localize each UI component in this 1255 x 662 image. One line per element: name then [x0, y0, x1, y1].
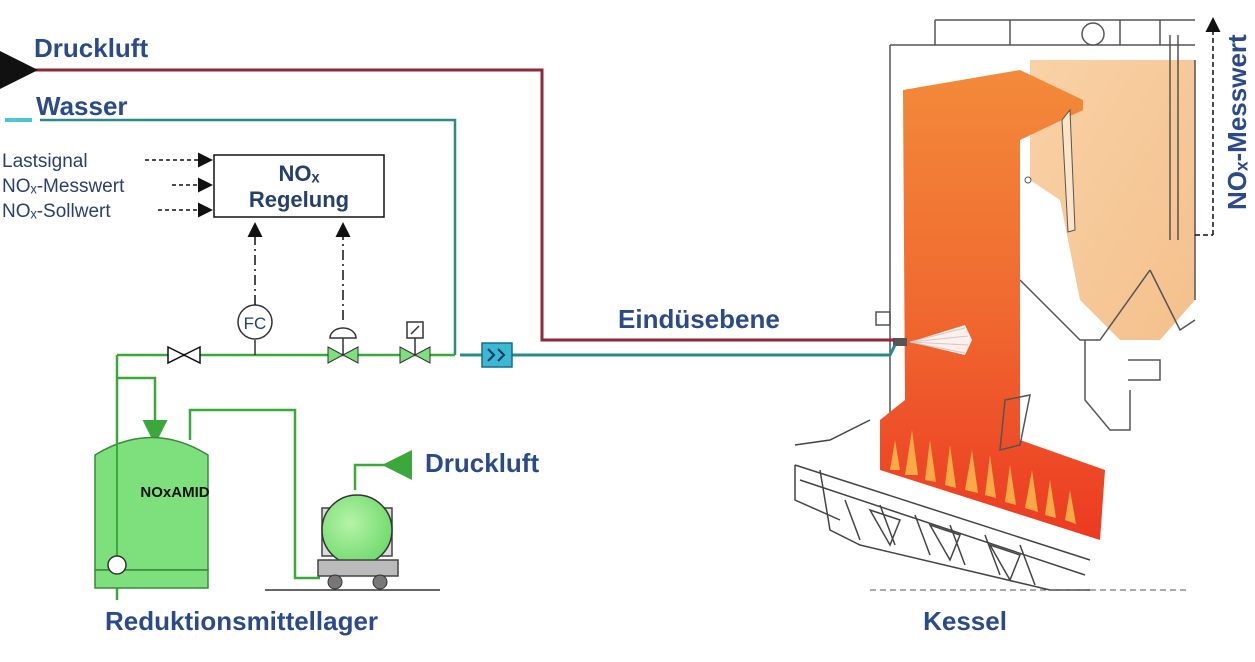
air-line: [35, 68, 895, 342]
kessel-label: Kessel: [923, 606, 1007, 636]
druckluft-top-label: Druckluft: [34, 33, 148, 63]
lastsignal-label: Lastsignal: [2, 151, 88, 172]
tank-truck-icon: [265, 494, 440, 591]
wasser-label: Wasser: [36, 91, 128, 121]
boiler: [794, 19, 1196, 591]
druckluft-tank-label: Druckluft: [425, 448, 539, 478]
solenoid-valve-icon[interactable]: [399, 321, 431, 364]
reduktionsmittellager-label: Reduktionsmittellager: [105, 606, 378, 636]
fc-label: FC: [244, 314, 267, 333]
nox-control-subtitle: Regelung: [249, 187, 349, 212]
flames: [890, 430, 1076, 524]
nox-messwert-input-label: NOₓ-Messwert: [2, 176, 125, 197]
furnace-chamber: [880, 70, 1105, 540]
water-line: [40, 118, 457, 355]
nox-messwert-output-label: NOₓ-Messwert: [1222, 34, 1252, 210]
nox-control-box: [213, 154, 385, 218]
mix-line: [460, 344, 897, 357]
nox-sollwert-input-label: NOₓ-Sollwert: [2, 201, 111, 222]
static-mixer-icon: [481, 342, 513, 368]
spray-nozzle-icon: [893, 325, 972, 355]
noxamid-label: NOxAMID: [140, 484, 209, 501]
nox-control-title: NOₓ: [278, 161, 320, 186]
gate-valve-icon[interactable]: [167, 345, 201, 365]
control-valve-icon[interactable]: [327, 327, 359, 364]
grate: [794, 419, 1091, 591]
pump-icon: [107, 555, 127, 575]
eindusebene-label: Eindüsebene: [618, 304, 780, 334]
noxamid-tank: [94, 436, 209, 589]
